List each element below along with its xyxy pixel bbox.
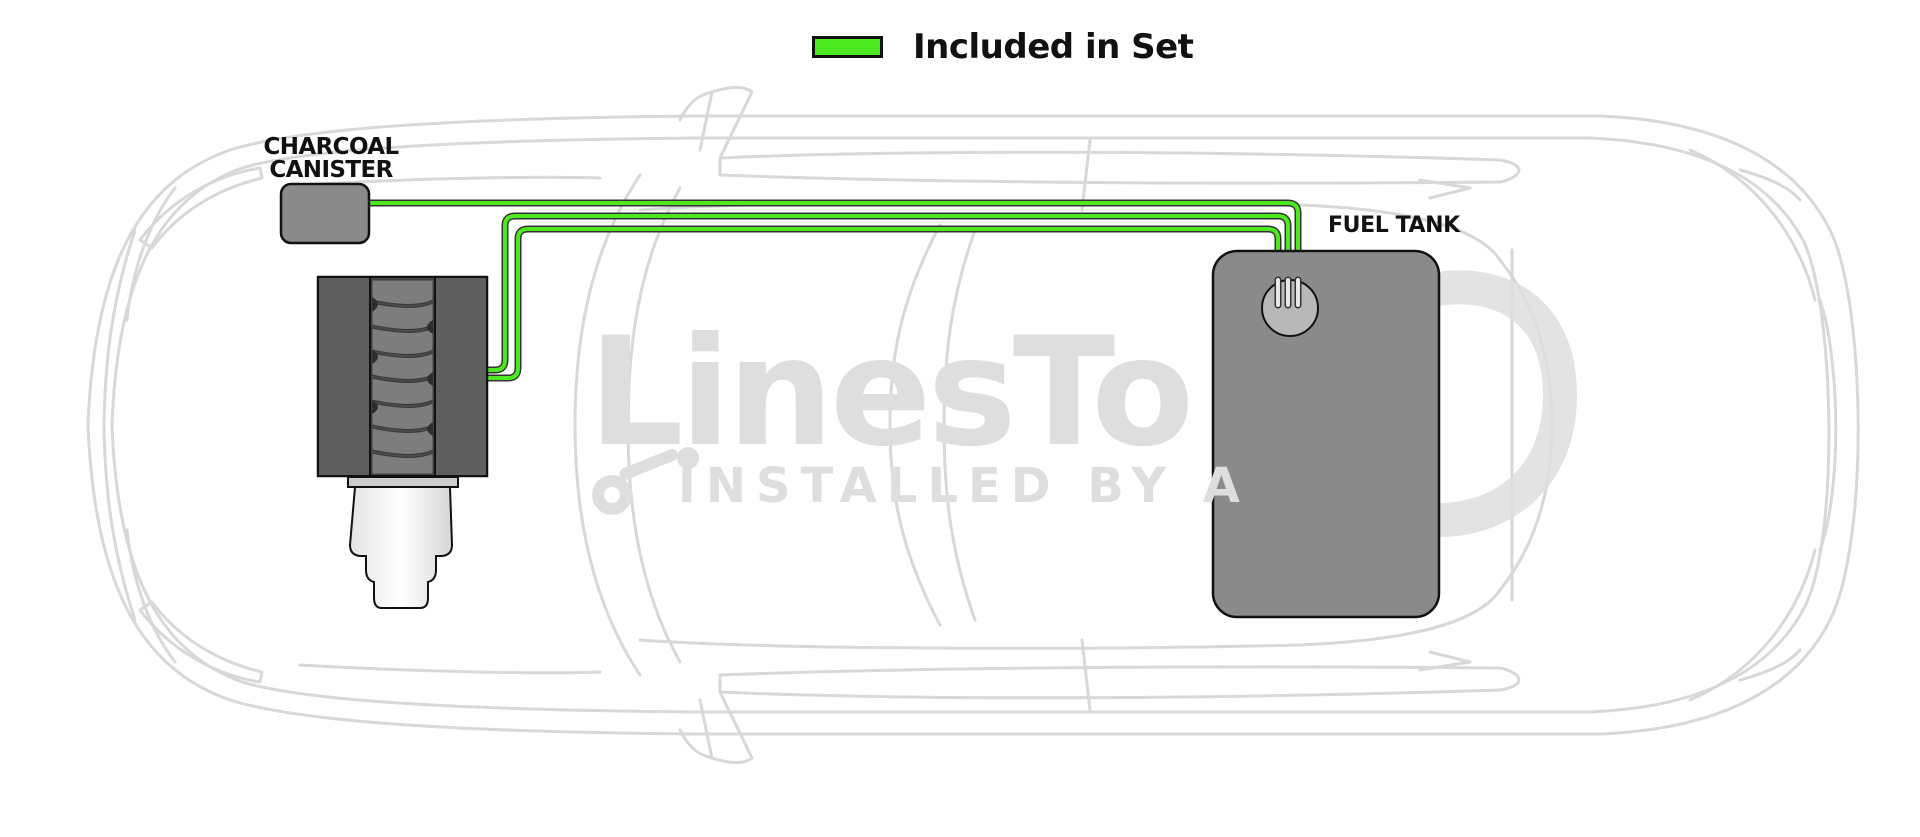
legend-label: Included in Set <box>913 27 1194 67</box>
supply-line <box>486 214 1290 372</box>
engine-block <box>316 275 489 478</box>
fuel-tank-label: FUEL TANK <box>1328 213 1460 238</box>
legend: Included in Set <box>812 27 1194 67</box>
watermark-brand: LinesTo <box>588 306 1194 480</box>
wrench-icon <box>592 447 699 515</box>
legend-swatch <box>812 36 883 58</box>
fuel-tank <box>1211 249 1441 619</box>
charcoal-canister-label-line2: CANISTER <box>269 157 393 183</box>
transmission <box>347 476 459 609</box>
watermark-tagline: INSTALLED BY A <box>678 458 1250 514</box>
tank-connectors <box>1274 276 1302 309</box>
return-line <box>486 227 1280 380</box>
charcoal-canister-label-line1: CHARCOAL <box>263 134 399 160</box>
watermark-graphic <box>592 270 1578 537</box>
vapor-line <box>368 201 1300 307</box>
charcoal-canister-label: CHARCOAL CANISTER <box>250 136 412 182</box>
charcoal-canister <box>279 182 371 245</box>
fuel-lines <box>366 199 1302 382</box>
car-outline <box>86 86 1860 764</box>
